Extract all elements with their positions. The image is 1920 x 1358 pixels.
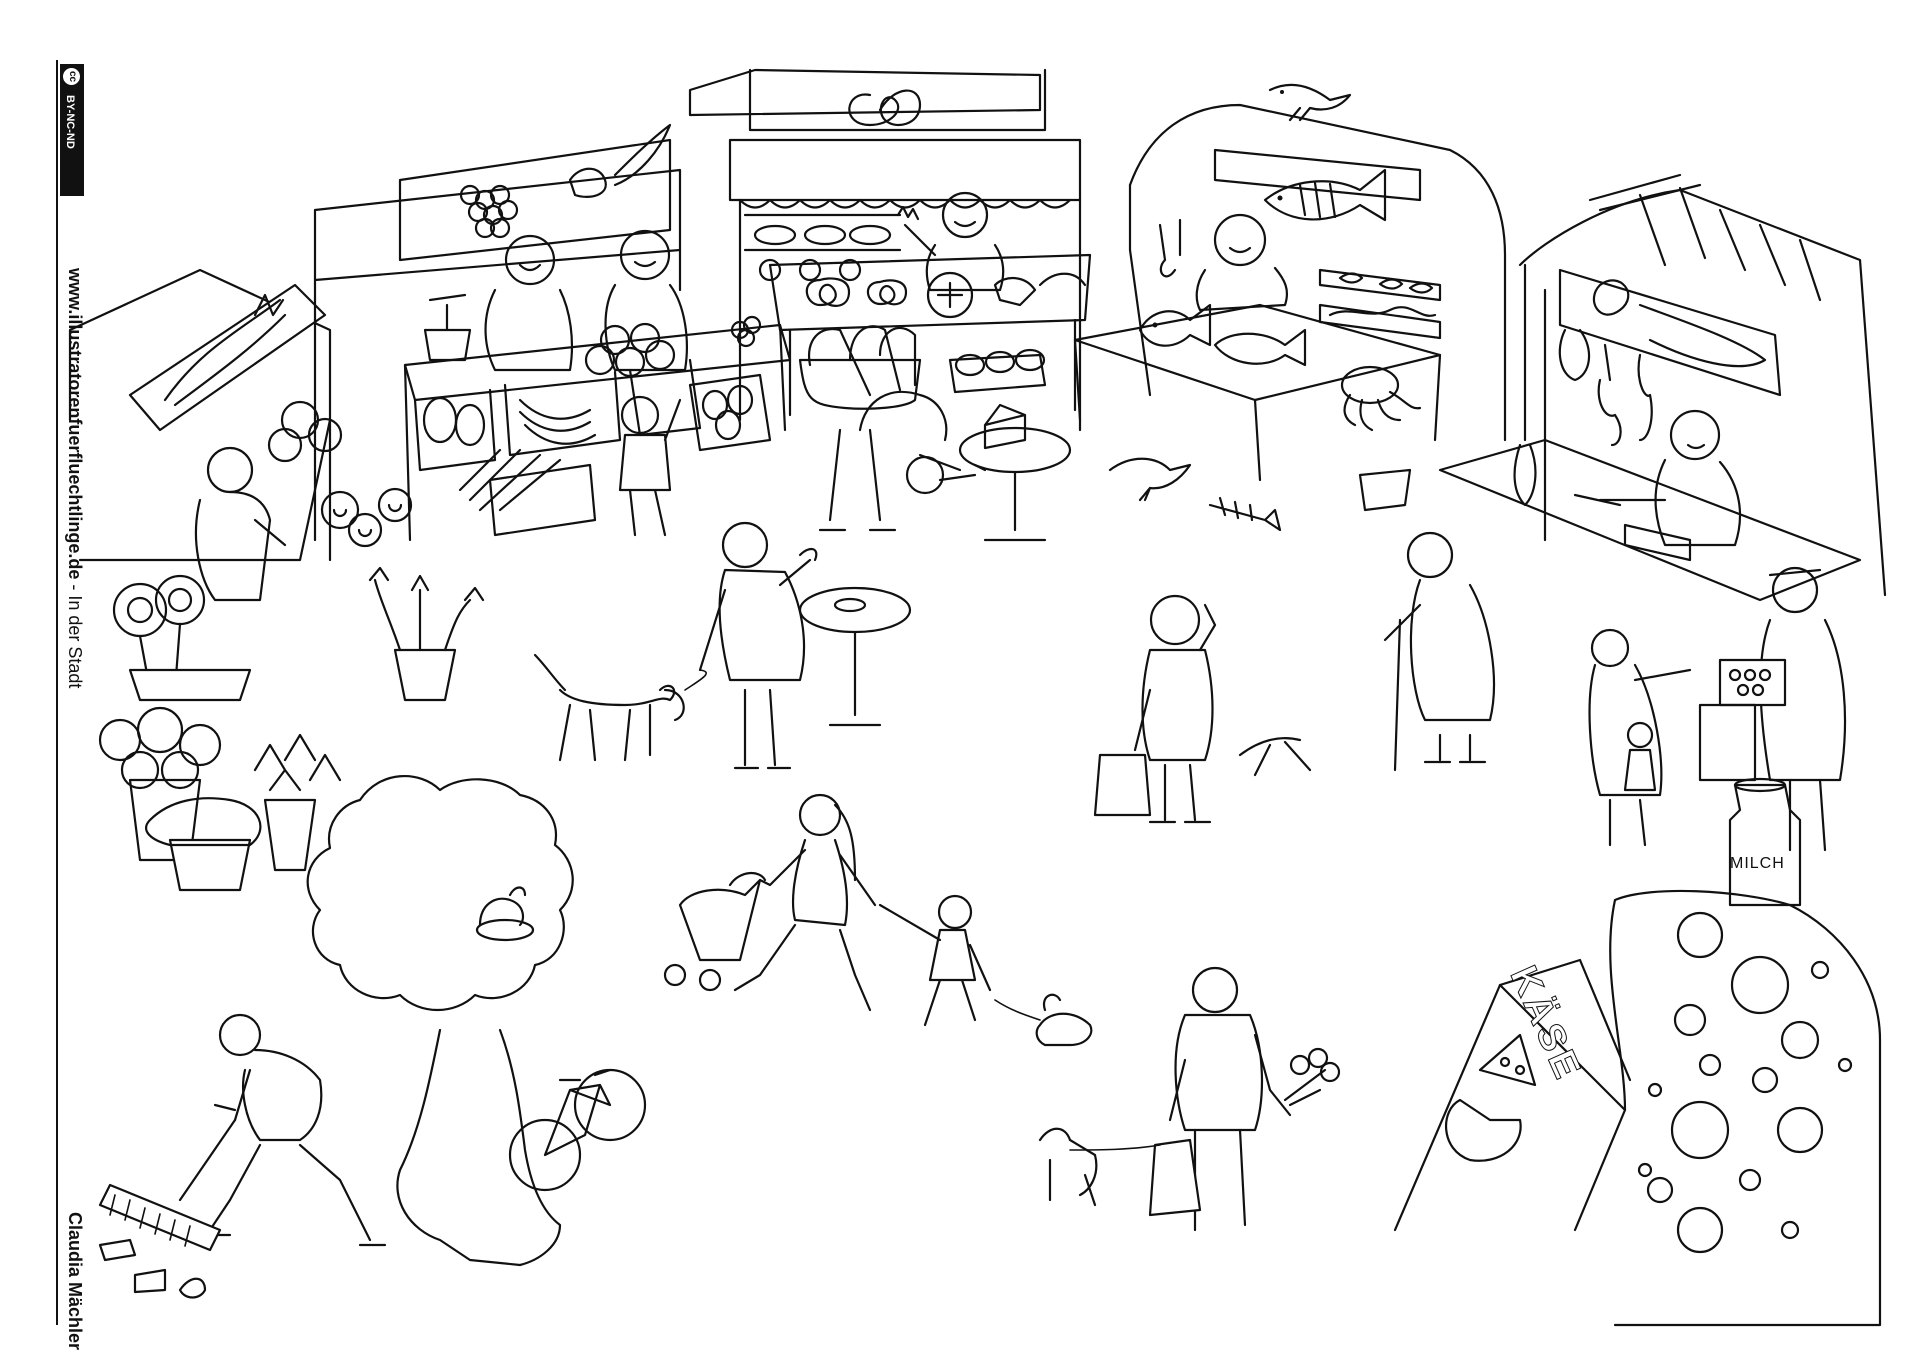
flower-stall bbox=[68, 268, 485, 892]
milk-can-label: MILCH bbox=[1730, 855, 1785, 872]
old-woman-with-cane bbox=[1383, 531, 1496, 772]
plate-table bbox=[798, 586, 912, 727]
fish-stall bbox=[1073, 83, 1507, 512]
cake-table bbox=[958, 403, 1072, 542]
street-sweeper bbox=[98, 1013, 387, 1252]
margin-rule bbox=[56, 60, 58, 1325]
fruit-vegetable-stall bbox=[313, 123, 792, 542]
tree-with-nest bbox=[306, 774, 574, 1267]
cc-license-badge: cc BY-NC-ND bbox=[60, 64, 84, 196]
man-with-flowers-and-dog bbox=[1038, 966, 1341, 1232]
butcher-stall bbox=[1438, 173, 1887, 602]
woman-with-stroller bbox=[663, 793, 1093, 1047]
bird-and-fishbone bbox=[1108, 457, 1282, 532]
dog-on-leash bbox=[533, 653, 707, 762]
milk-can bbox=[1728, 777, 1802, 907]
egg-vendor bbox=[1698, 566, 1847, 852]
girl-with-teddy bbox=[1588, 628, 1692, 847]
man-on-phone bbox=[1093, 594, 1217, 824]
woman-eating bbox=[698, 521, 818, 770]
banana-peel bbox=[1238, 737, 1312, 777]
bicycle bbox=[508, 1068, 647, 1192]
man-bending bbox=[818, 390, 977, 532]
bakery-stall bbox=[688, 68, 1092, 432]
litter bbox=[98, 1238, 207, 1299]
cheese-stall bbox=[1393, 889, 1882, 1327]
